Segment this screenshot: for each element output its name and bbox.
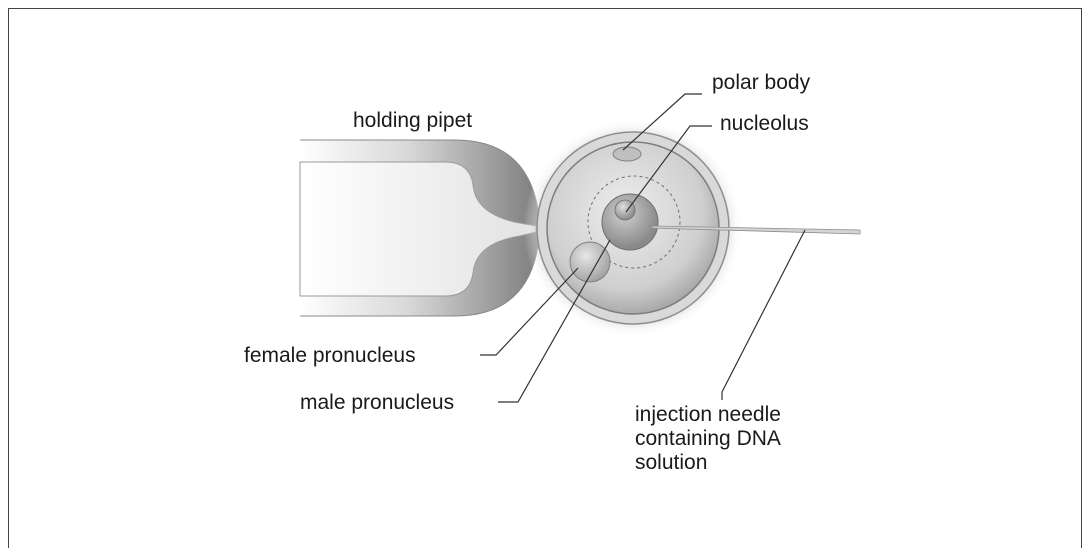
polar-body-shape xyxy=(613,147,641,161)
label-nucleolus: nucleolus xyxy=(720,113,809,134)
microinjection-diagram xyxy=(0,0,1089,534)
label-injection-needle: injection needle containing DNA solution xyxy=(635,403,855,475)
holding-pipet xyxy=(300,140,540,316)
label-male-pronucleus: male pronucleus xyxy=(300,392,454,413)
label-female-pronucleus: female pronucleus xyxy=(244,345,416,366)
label-holding-pipet: holding pipet xyxy=(353,110,472,131)
label-polar-body: polar body xyxy=(712,72,810,93)
